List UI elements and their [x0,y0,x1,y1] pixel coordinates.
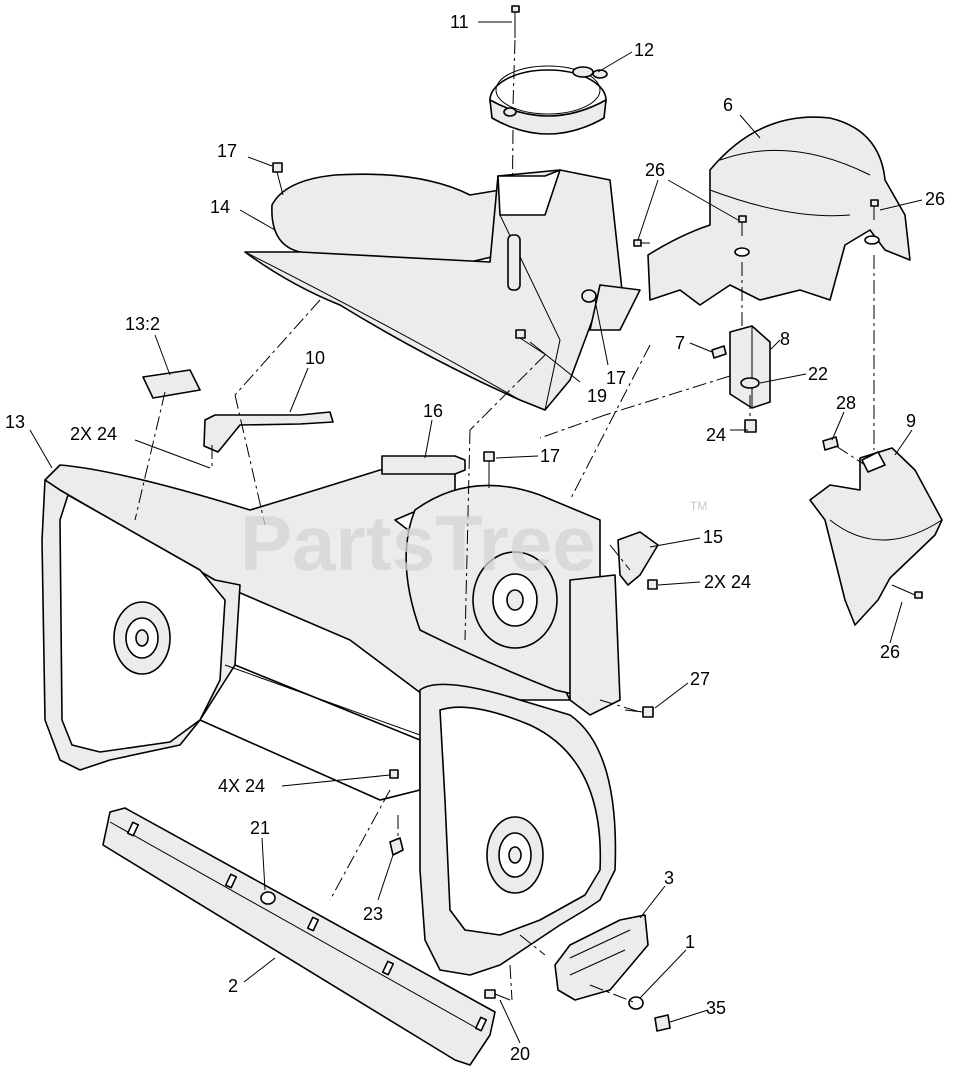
callout-9: 9 [906,411,916,431]
callout-1: 1 [685,932,695,952]
callout-2x24-left: 2X 24 [70,424,117,444]
part-24-nuts-lower [389,769,399,779]
callout-17-top: 17 [217,141,237,161]
callout-26-bottom: 26 [880,642,900,662]
callout-28: 28 [836,393,856,413]
part-20-carriage-bolt [484,989,511,1001]
part-10-reinforcement [203,411,334,453]
part-27-bolt [624,706,654,718]
part-2-scraper-bar [102,807,496,1066]
callout-22: 22 [808,364,828,384]
callout-2x24-right: 2X 24 [704,572,751,592]
part-26-screw-d [891,584,923,599]
part-12-chute-ring [489,65,608,135]
callout-4x24: 4X 24 [218,776,265,796]
part-26-screw-c [870,199,879,220]
callout-35: 35 [706,998,726,1018]
part-1-washer [628,996,644,1010]
callout-8: 8 [780,329,790,349]
callout-15: 15 [703,527,723,547]
part-23-nut [389,837,404,856]
part-7-nut [711,345,727,359]
callout-10: 10 [305,348,325,368]
callout-23: 23 [363,904,383,924]
part-11-screw [511,5,520,38]
part-26-screw-b [738,215,747,236]
callout-24-bracket: 24 [706,425,726,445]
callout-17-right: 17 [606,368,626,388]
callout-6: 6 [723,95,733,115]
part-14-discharge-chute [244,169,641,411]
part-35-nut [654,1014,671,1032]
callout-13: 13 [5,412,25,432]
callout-14: 14 [210,197,230,217]
callout-12: 12 [634,40,654,60]
part-15-bracket [617,531,659,586]
callout-20: 20 [510,1044,530,1064]
callout-3: 3 [664,868,674,888]
part-19-bolt [515,329,547,356]
part-9-deflector-guide [809,447,943,626]
part-21-carriage-bolt [260,891,276,905]
leader-lines [29,21,923,1044]
callout-16: 16 [423,401,443,421]
callout-21: 21 [250,818,270,838]
part-3-skid-shoe [554,914,649,1001]
part-22-washer [740,377,760,389]
callout-labels: 11 12 17 14 6 26 26 13:2 10 13 2X 24 17 … [5,12,945,1064]
part-26-screw-a [633,239,650,247]
callout-19: 19 [587,386,607,406]
callout-2: 2 [228,976,238,996]
part-6-deflector [647,116,911,306]
watermark-text: PartsTree [240,499,596,587]
part-8-bracket [729,325,771,409]
watermark-trademark: TM [690,499,707,513]
part-17-bolt-top [272,162,284,196]
part-13-auger-housing [41,464,621,976]
callout-27: 27 [690,669,710,689]
callout-26-left: 26 [645,160,665,180]
callout-17-middle: 17 [540,446,560,466]
callout-11: 11 [450,12,469,32]
part-24-nuts-right [647,579,658,590]
part-28-clip [822,436,839,451]
part-13-2-label-decal [142,369,201,399]
part-17-bolt-middle [483,451,495,488]
part-16-rod [381,455,466,475]
callout-7: 7 [675,333,685,353]
callout-26-right: 26 [925,189,945,209]
callout-13-2: 13:2 [125,314,160,334]
part-24-nut-bracket [744,419,757,433]
